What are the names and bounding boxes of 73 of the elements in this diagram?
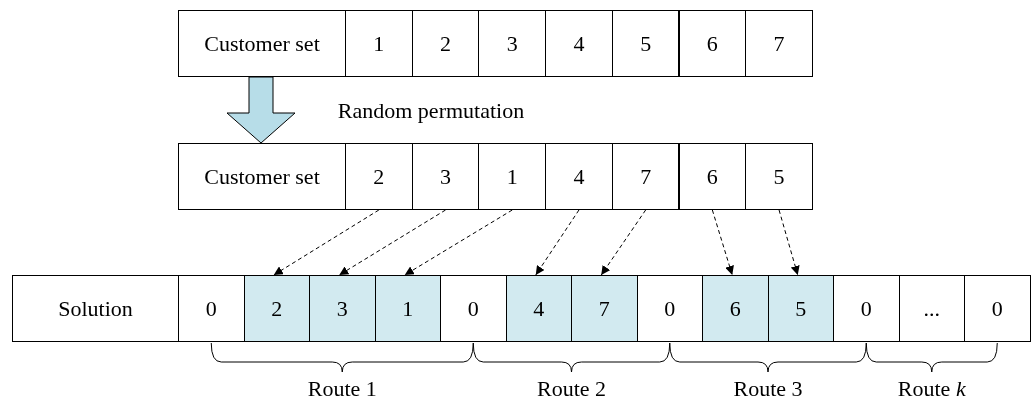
route-label: Route 2 [536,376,607,402]
table-cell [478,10,547,77]
cell-text: 0 [664,295,676,322]
route-label: Route 3 [733,376,803,402]
cell-text: 6 [729,295,741,322]
arrow [600,209,647,276]
table-cell [745,143,813,210]
cell-text: 4 [533,295,545,322]
cell-text: 1 [373,30,385,57]
arrow [404,209,513,276]
table-cell [898,275,965,342]
cell-text: 2 [440,30,452,57]
table-cell [309,275,376,342]
cell-text: 7 [598,295,610,322]
table-cell [345,143,413,210]
route-label: Route 1 [307,376,377,402]
table-cell [611,143,680,210]
cell-text: 7 [773,30,785,57]
cell-text: 2 [373,163,385,190]
cell-text: 5 [640,30,652,57]
cell-text: 3 [506,30,518,57]
cell-text: 3 [336,295,348,322]
cell-text: 4 [573,30,585,57]
table-cell [767,275,834,342]
cell-text: 6 [706,30,718,57]
table-cell [374,275,441,342]
cell-text: 0 [860,295,872,322]
table-cell [702,275,769,342]
cell-text: 3 [440,163,452,190]
cell-text: 0 [467,295,479,322]
cell-text: Customer set [204,163,320,190]
table-cell [12,275,179,342]
table-cell [545,10,613,77]
table-cell [345,10,413,77]
table-cell [243,275,310,342]
cell-text: 0 [991,295,1003,322]
table-cell [571,275,638,342]
arrow [273,209,380,276]
arrow [711,209,734,276]
cell-text: 5 [795,295,807,322]
arrow [778,209,800,276]
cell-text: 0 [205,295,217,322]
table-cell [833,275,900,342]
cell-text: ... [923,295,940,322]
table-cell [478,143,547,210]
cell-text: 1 [402,295,414,322]
cell-text: 5 [773,163,785,190]
table-cell [178,275,245,342]
cell-text: 1 [506,163,518,190]
route-label: Route k [897,376,966,402]
table-cell [411,143,480,210]
table-cell [178,143,346,210]
arrow [535,209,580,276]
table-cell [178,10,346,77]
table-cell [545,143,613,210]
table-cell [505,275,572,342]
cell-text: 2 [271,295,283,322]
edge-label: Random permutation [337,98,525,124]
table-cell [611,10,680,77]
cell-text: Customer set [204,30,320,57]
table-cell [678,10,747,77]
table-cell [678,143,747,210]
table-cell [745,10,813,77]
arrow [338,209,447,276]
cell-text: Solution [58,295,133,322]
table-cell [440,275,507,342]
cell-text: 6 [706,163,718,190]
block-arrow [226,76,296,144]
cell-text: 4 [573,163,585,190]
table-cell [964,275,1031,342]
table-cell [636,275,703,342]
cell-text: 7 [640,163,652,190]
table-cell [411,10,480,77]
